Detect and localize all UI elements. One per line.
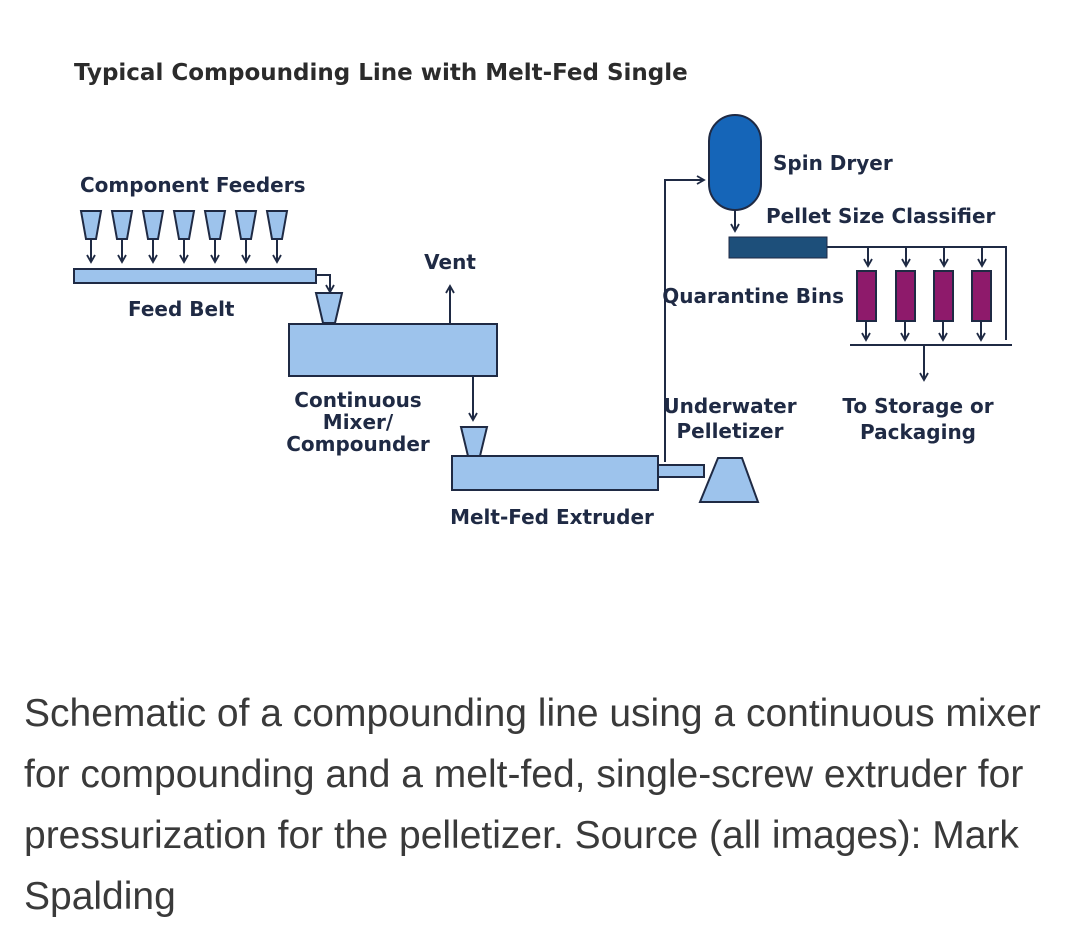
pelletizer-connector (657, 464, 705, 478)
continuous-mixer (288, 323, 498, 377)
underwater-pelletizer (698, 457, 760, 503)
feeder-hopper-6 (234, 210, 258, 264)
component-feeders-label: Component Feeders (80, 173, 306, 197)
pelletizer-label-line1: Underwater (663, 394, 796, 418)
quarantine-bin-1 (856, 270, 877, 322)
melt-fed-extruder (451, 455, 659, 491)
belt-to-mixer-arrow (316, 274, 335, 294)
storage-label-line1: To Storage or (842, 394, 993, 418)
classifier-distribution-line (827, 246, 1007, 340)
mixer-label-line1: Continuous (294, 388, 421, 412)
mixer-label-line2: Mixer/ (323, 410, 394, 434)
figure-caption: Schematic of a compounding line using a … (24, 692, 1041, 918)
process-schematic: Typical Compounding Line with Melt-Fed S… (73, 60, 1012, 529)
extruder-hopper (459, 426, 489, 457)
pelletizer-label-line2: Pelletizer (677, 419, 784, 443)
quarantine-bins (856, 270, 992, 322)
vent-label: Vent (424, 250, 476, 274)
feeder-hopper-3 (141, 210, 165, 264)
classifier-label: Pellet Size Classifier (766, 204, 996, 228)
feeder-hopper-5 (203, 210, 227, 264)
pellet-size-classifier (728, 236, 828, 259)
feed-belt (73, 268, 317, 284)
feed-belt-label: Feed Belt (128, 297, 235, 321)
pelletizer-to-dryer-line (664, 175, 706, 462)
feeder-hopper-1 (79, 210, 103, 264)
diagram-title: Typical Compounding Line with Melt-Fed S… (74, 60, 688, 86)
storage-label-line2: Packaging (860, 420, 976, 444)
feeder-hopper-7 (265, 210, 289, 264)
extruder-label: Melt-Fed Extruder (450, 505, 654, 529)
mixer-label-line3: Compounder (286, 432, 430, 456)
mixer-hopper (314, 292, 344, 324)
component-feeders (79, 210, 289, 264)
quarantine-bin-4 (971, 270, 992, 322)
quarantine-bins-label: Quarantine Bins (662, 284, 844, 308)
spin-dryer-label: Spin Dryer (773, 151, 893, 175)
quarantine-bin-2 (895, 270, 916, 322)
spin-dryer (708, 114, 762, 211)
quarantine-bin-3 (933, 270, 954, 322)
feeder-hopper-4 (172, 210, 196, 264)
feeder-hopper-2 (110, 210, 134, 264)
